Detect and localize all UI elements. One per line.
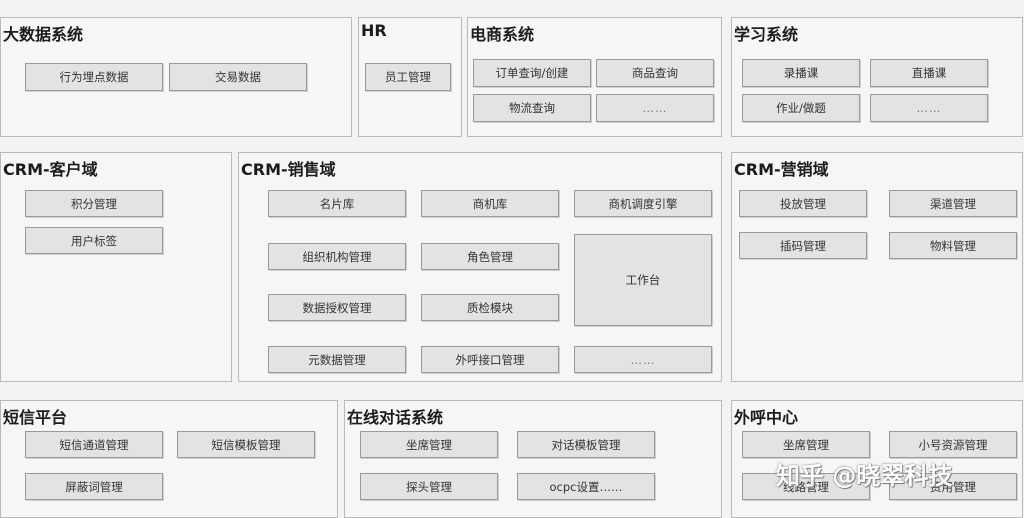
module-quality-inspection[interactable]: 质检模块 [421,294,559,321]
module-workbench[interactable]: 工作台 [574,234,712,326]
module-role-management[interactable]: 角色管理 [421,243,559,270]
panel-title: 大数据系统 [3,25,84,44]
panel-title: CRM-营销域 [734,160,829,179]
module-more[interactable]: …… [574,346,712,373]
module-more[interactable]: …… [870,94,988,122]
panel-online-chat: 在线对话系统 坐席管理 对话模板管理 探头管理 ocpc设置…… [344,400,722,518]
module-homework[interactable]: 作业/做题 [742,94,860,122]
module-sms-channel-management[interactable]: 短信通道管理 [25,431,163,458]
panel-title: 短信平台 [3,408,68,427]
module-logistics-query[interactable]: 物流查询 [473,94,591,122]
module-probe-management[interactable]: 探头管理 [360,473,498,500]
panel-ecommerce: 电商系统 订单查询/创建 商品查询 物流查询 …… [467,17,722,137]
panel-crm-sales: CRM-销售域 名片库 商机库 商机调度引擎 组织机构管理 角色管理 工作台 数… [238,152,722,382]
module-behavior-tracking-data[interactable]: 行为埋点数据 [25,63,163,91]
module-product-query[interactable]: 商品查询 [596,59,714,87]
module-metadata-management[interactable]: 元数据管理 [268,346,406,373]
module-points-management[interactable]: 积分管理 [25,190,163,217]
panel-title: CRM-销售域 [241,160,336,179]
panel-title: 电商系统 [470,25,535,44]
panel-title: 学习系统 [734,25,799,44]
panel-title: 外呼中心 [734,408,799,427]
module-more[interactable]: …… [596,94,714,122]
module-transaction-data[interactable]: 交易数据 [169,63,307,91]
module-material-management[interactable]: 物料管理 [889,232,1017,259]
module-order-query-create[interactable]: 订单查询/创建 [473,59,591,87]
module-live-course[interactable]: 直播课 [870,59,988,87]
module-data-authorization-management[interactable]: 数据授权管理 [268,294,406,321]
module-agent-management[interactable]: 坐席管理 [742,431,870,458]
module-channel-management[interactable]: 渠道管理 [889,190,1017,217]
module-recorded-course[interactable]: 录播课 [742,59,860,87]
panel-call-center: 外呼中心 坐席管理 小号资源管理 线路管理 费用管理 [731,400,1023,518]
module-ocpc-settings[interactable]: ocpc设置…… [517,473,655,500]
panel-title: HR [361,21,387,40]
module-opportunity-library[interactable]: 商机库 [421,190,559,217]
module-chat-template-management[interactable]: 对话模板管理 [517,431,655,458]
module-virtual-number-resource-management[interactable]: 小号资源管理 [889,431,1017,458]
module-sms-template-management[interactable]: 短信模板管理 [177,431,315,458]
panel-hr: HR 员工管理 [358,17,462,137]
module-ad-placement-management[interactable]: 投放管理 [739,190,867,217]
module-agent-management[interactable]: 坐席管理 [360,431,498,458]
module-line-management[interactable]: 线路管理 [742,473,870,500]
panel-learning: 学习系统 录播课 直播课 作业/做题 …… [731,17,1023,137]
panel-crm-marketing: CRM-营销域 投放管理 渠道管理 插码管理 物料管理 [731,152,1023,382]
module-outbound-interface-management[interactable]: 外呼接口管理 [421,346,559,373]
module-business-card-library[interactable]: 名片库 [268,190,406,217]
module-cost-management[interactable]: 费用管理 [889,473,1017,500]
panel-title: CRM-客户域 [3,160,98,179]
panel-crm-customer: CRM-客户域 积分管理 用户标签 [0,152,232,382]
module-organization-management[interactable]: 组织机构管理 [268,243,406,270]
module-user-tags[interactable]: 用户标签 [25,227,163,254]
panel-bigdata: 大数据系统 行为埋点数据 交易数据 [0,17,352,137]
module-blocked-word-management[interactable]: 屏蔽词管理 [25,473,163,500]
module-opportunity-dispatch-engine[interactable]: 商机调度引擎 [574,190,712,217]
module-employee-management[interactable]: 员工管理 [365,63,451,91]
panel-title: 在线对话系统 [347,408,444,427]
module-code-insertion-management[interactable]: 插码管理 [739,232,867,259]
watermark: 知乎 @晓翠科技 [776,462,953,490]
panel-sms: 短信平台 短信通道管理 短信模板管理 屏蔽词管理 [0,400,338,518]
